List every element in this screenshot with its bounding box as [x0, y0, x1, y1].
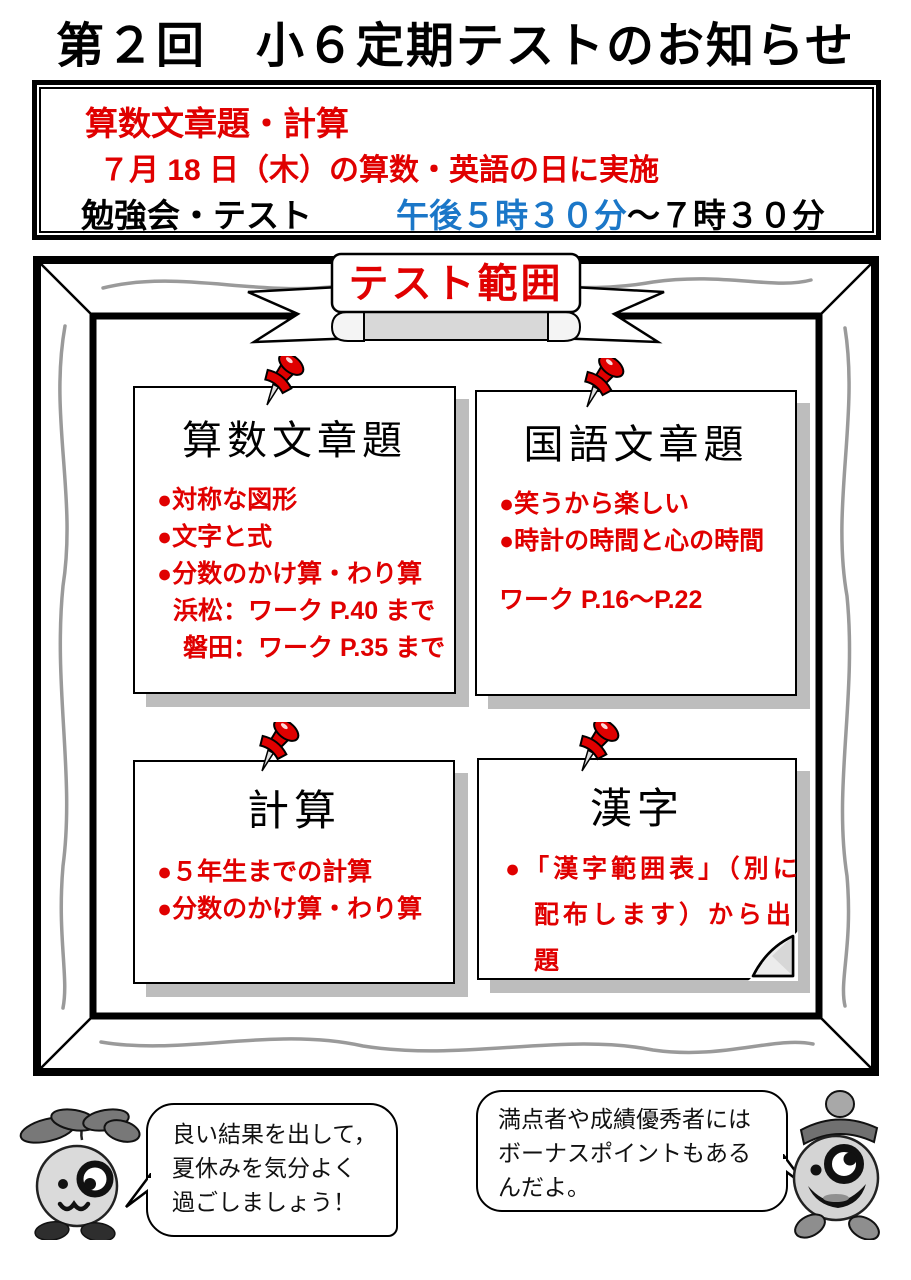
- speech-line: んだよ。: [498, 1174, 590, 1200]
- hat-mascot-icon: [792, 1090, 880, 1240]
- card-title: 計算: [246, 786, 341, 835]
- speech-line: ボーナスポイントもある: [498, 1140, 751, 1166]
- card-body: ●笑うから楽しい ●時計の時間と心の時間 ワーク P.16～P.22: [477, 486, 795, 619]
- card-line: ●５年生までの計算: [157, 858, 373, 886]
- page-title: 第２回 小６定期テストのお知らせ: [55, 20, 856, 73]
- card-line: ●分数のかけ算・わり算: [157, 560, 423, 588]
- bubble-tail: [125, 1173, 151, 1208]
- info-box-inner-border: 算数文章題・計算 ７月 18 日（木）の算数・英語の日に実施 勉強会・テスト 午後…: [39, 87, 874, 234]
- card-line: ●分数のかけ算・わり算: [157, 895, 423, 923]
- card-line: ●時計の時間と心の時間: [499, 527, 765, 555]
- pushpin-icon: [579, 722, 620, 772]
- info-date: ７月 18 日（木）の算数・英語の日に実施: [99, 154, 660, 187]
- card-line: ●笑うから楽しい: [499, 490, 690, 518]
- card-line: ●「漢字範囲表」（別に: [505, 855, 802, 883]
- info-session-time: 勉強会・テスト 午後５時３０分～７時３０分: [81, 189, 825, 237]
- card-line: 磐田：ワーク P.35 まで: [183, 634, 446, 662]
- card-japanese-word-problems: 国語文章題 ●笑うから楽しい ●時計の時間と心の時間 ワーク P.16～P.22: [475, 390, 797, 696]
- pushpin-icon: [259, 722, 300, 772]
- frame-wavy-lines: [58, 277, 852, 1055]
- card-line: 浜松：ワーク P.40 まで: [173, 597, 436, 625]
- clover-mascot-icon: [19, 1108, 141, 1240]
- speech-bubble-right: 満点者や成績優秀者には ボーナスポイントもある んだよ。: [476, 1090, 809, 1212]
- info-box: 算数文章題・計算 ７月 18 日（木）の算数・英語の日に実施 勉強会・テスト 午後…: [32, 80, 881, 240]
- speech-line: 良い結果を出して，: [172, 1121, 377, 1147]
- speech-line: 過ごしましょう！: [172, 1189, 356, 1215]
- card-kanji: 漢字 ●「漢字範囲表」（別に 配布します）から出 題: [477, 758, 798, 981]
- info-subject: 算数文章題・計算: [85, 105, 349, 142]
- speech-line: 夏休みを気分よく: [172, 1155, 356, 1181]
- card-title: 漢字: [589, 784, 684, 833]
- pushpin-icon: [264, 356, 305, 406]
- card-line: ●対称な図形: [157, 486, 298, 514]
- card-body: ●対称な図形 ●文字と式 ●分数のかけ算・わり算 浜松：ワーク P.40 まで …: [135, 482, 454, 667]
- banner-right-curl: [547, 311, 582, 342]
- card-line: 題: [534, 947, 564, 975]
- test-range-banner: テスト範囲: [247, 252, 665, 344]
- banner-label: テスト範囲: [349, 262, 564, 306]
- info-session-label: 勉強会・テスト: [81, 197, 312, 234]
- card-body: ●５年生までの計算 ●分数のかけ算・わり算: [135, 854, 453, 928]
- card-body: ●「漢字範囲表」（別に 配布します）から出 題: [479, 846, 802, 984]
- info-time-end: ～７時３０分: [627, 197, 825, 234]
- card-line: ワーク P.16～P.22: [499, 586, 703, 614]
- speech-line: 満点者や成績優秀者には: [498, 1106, 751, 1132]
- folded-corner-icon: [748, 931, 798, 981]
- banner-panel: [330, 252, 582, 314]
- card-calculation: 計算 ●５年生までの計算 ●分数のかけ算・わり算: [133, 760, 455, 984]
- info-time-start: 午後５時３０分: [396, 197, 627, 234]
- card-math-word-problems: 算数文章題 ●対称な図形 ●文字と式 ●分数のかけ算・わり算 浜松：ワーク P.…: [133, 386, 456, 694]
- banner-left-curl: [330, 311, 365, 342]
- card-title: 算数文章題: [182, 418, 407, 464]
- card-line: ●文字と式: [157, 523, 273, 551]
- card-title: 国語文章題: [523, 422, 749, 468]
- pushpin-icon: [584, 358, 625, 408]
- card-line: 配布します）から出: [534, 901, 796, 929]
- speech-bubble-left: 良い結果を出して， 夏休みを気分よく 過ごしましょう！: [125, 1103, 398, 1237]
- banner-scroll-underside: [363, 311, 549, 341]
